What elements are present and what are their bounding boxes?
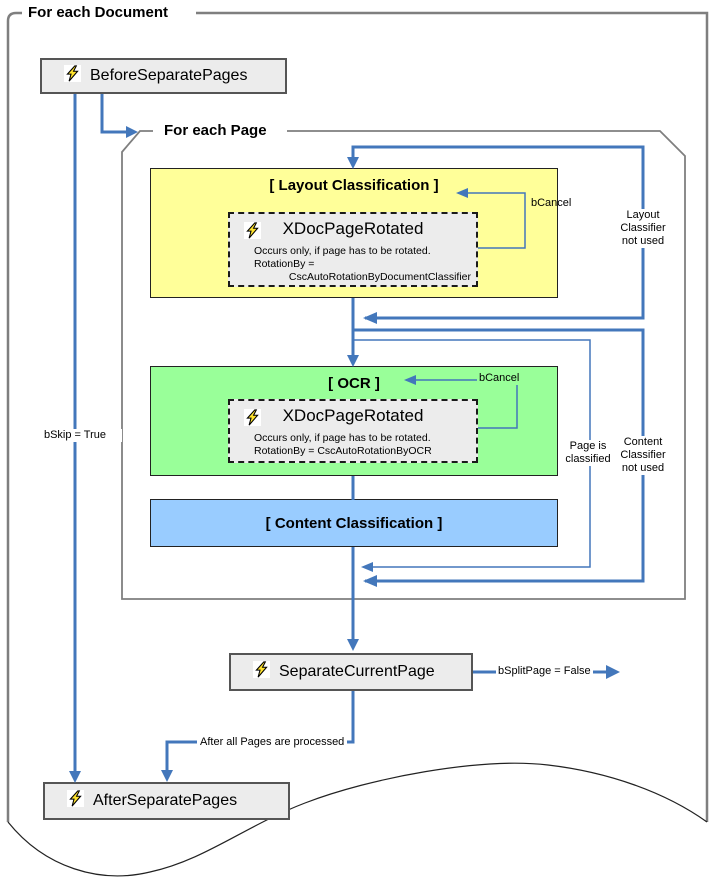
xdocpagerotated-ocr-box: XDocPageRotated Occurs only, if page has…: [228, 399, 478, 463]
separate-current-page-label: SeparateCurrentPage: [279, 663, 435, 680]
arrowhead-down: [347, 639, 359, 651]
xdocpagerotated-layout-title: XDocPageRotated: [282, 219, 424, 238]
page-is-classified-label: Page is classified: [561, 440, 615, 466]
event-bolt-icon: [67, 790, 84, 812]
arrowhead-left: [363, 312, 377, 324]
event-bolt-icon: [244, 409, 261, 430]
layout-classification-title: [ Layout Classification ]: [269, 177, 439, 194]
xdocpagerotated-layout-line3: CscAutoRotationByDocumentClassifier: [288, 271, 471, 283]
after-all-pages-label: After all Pages are processed: [197, 736, 348, 749]
event-bolt-icon: [253, 661, 270, 683]
layout-classifier-not-used-label: Layout Classifier not used: [615, 209, 671, 248]
arrowhead-left: [363, 575, 377, 587]
xdocpagerotated-layout-line1: Occurs only, if page has to be rotated.: [254, 245, 431, 257]
arrowhead-left: [361, 562, 373, 572]
xdocpagerotated-ocr-line2: RotationBy = CscAutoRotationByOCR: [254, 445, 432, 457]
inner-loop-label: For each Page: [158, 122, 273, 139]
xdocpagerotated-ocr-line1: Occurs only, if page has to be rotated.: [254, 432, 431, 444]
xdocpagerotated-ocr-title: XDocPageRotated: [282, 406, 424, 425]
connector-enter-page-loop: [100, 94, 126, 134]
xdocpagerotated-ocr-header: XDocPageRotated: [230, 406, 476, 432]
before-separate-pages-label: BeforeSeparatePages: [90, 67, 248, 84]
bskip-label: bSkip = True: [28, 429, 122, 442]
xdocpagerotated-layout-line2: RotationBy =: [254, 258, 315, 270]
content-classification-title: [ Content Classification ]: [265, 514, 443, 532]
bcancel-layout-label: bCancel: [531, 197, 572, 209]
arrowhead-right: [126, 126, 138, 138]
event-bolt-icon: [64, 65, 81, 87]
after-separate-pages-label: AfterSeparatePages: [93, 792, 238, 809]
arrowhead-right: [606, 665, 620, 679]
xdocpagerotated-layout-header: XDocPageRotated: [230, 219, 476, 245]
bsplitpage-label: bSplitPage = False: [496, 665, 593, 678]
event-bolt-icon: [244, 222, 261, 243]
separate-current-page-box: SeparateCurrentPage: [229, 653, 473, 691]
bcancel-ocr-label: bCancel: [477, 372, 522, 385]
outer-loop-label: For each Document: [22, 4, 175, 21]
content-classification-box: [ Content Classification ]: [150, 499, 558, 547]
content-classifier-not-used-label: Content Classifier not used: [615, 436, 671, 475]
arrowhead-down: [161, 770, 173, 782]
connector-separate-to-after: [165, 691, 355, 772]
xdocpagerotated-layout-box: XDocPageRotated Occurs only, if page has…: [228, 212, 478, 287]
before-separate-pages-box: BeforeSeparatePages: [40, 58, 287, 94]
after-separate-pages-box: AfterSeparatePages: [43, 782, 290, 820]
